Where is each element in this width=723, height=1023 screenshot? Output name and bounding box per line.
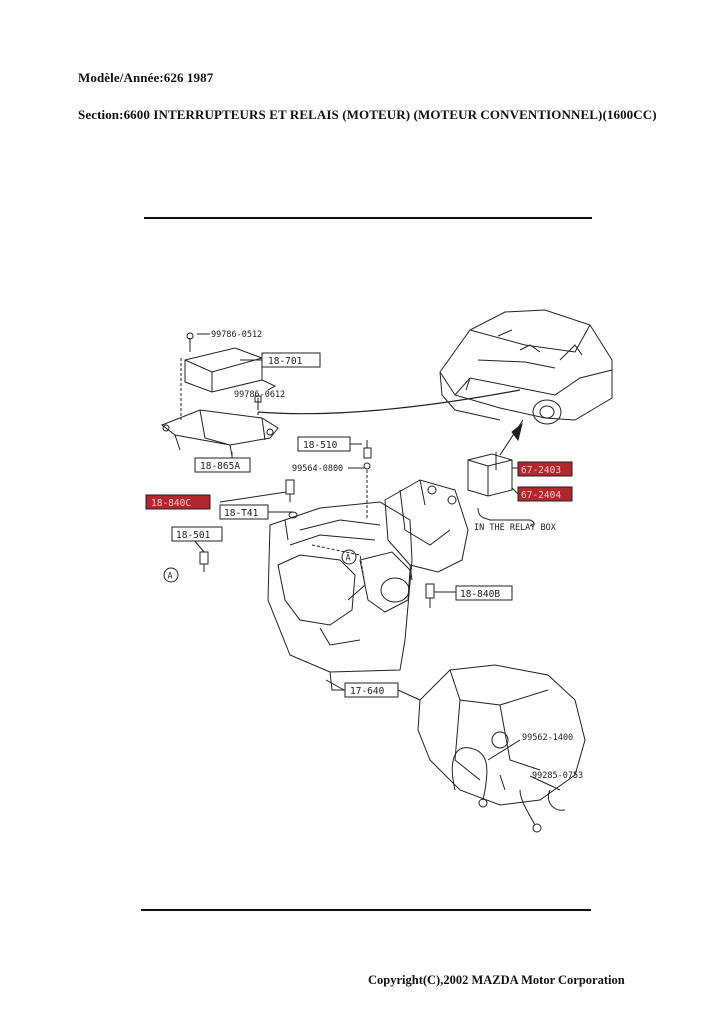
relay-box-label: IN THE RELAY BOX (474, 523, 557, 533)
part-box-18-t41[interactable]: 18-T41 (219, 504, 269, 520)
copyright-footer: Copyright(C),2002 MAZDA Motor Corporatio… (368, 973, 625, 987)
part-box-18-510[interactable]: 18-510 (297, 436, 351, 452)
section-heading: Section:6600 INTERRUPTEURS ET RELAIS (MO… (78, 107, 657, 122)
top-divider (144, 217, 592, 219)
callout-a-engine: A (341, 549, 357, 565)
svg-text:18-510: 18-510 (303, 440, 338, 451)
part-box-18-701[interactable]: 18-701 (261, 352, 321, 368)
svg-text:18-T41: 18-T41 (224, 508, 259, 519)
cable-1-label: 99562-1400 (522, 733, 573, 743)
svg-text:17-640: 17-640 (350, 686, 385, 697)
washer-label: 99564-0800 (292, 464, 343, 474)
transmission-illustration (417, 664, 586, 806)
part-box-18-840c[interactable]: 18-840C (145, 494, 211, 510)
svg-text:18-840B: 18-840B (460, 589, 500, 600)
car-illustration (439, 309, 613, 425)
part-box-18-501[interactable]: 18-501 (171, 526, 223, 542)
ecu-bracket-illustration (160, 332, 279, 457)
svg-text:18-865A: 18-865A (200, 461, 240, 472)
model-year-heading: Modèle/Année:626 1987 (78, 70, 214, 85)
part-box-18-865a[interactable]: 18-865A (194, 457, 251, 473)
part-box-18-840b[interactable]: 18-840B (455, 585, 513, 601)
bolt-top-label: 99786-0512 (211, 330, 262, 340)
sensor-cable-illustration (451, 747, 566, 833)
part-box-67-2403[interactable]: 67-2403 (517, 461, 573, 477)
svg-text:67-2404: 67-2404 (521, 490, 561, 501)
svg-text:18-501: 18-501 (176, 530, 211, 541)
svg-text:A: A (346, 554, 351, 564)
intake-manifold-illustration (384, 479, 469, 581)
svg-text:A: A (168, 572, 173, 582)
bottom-divider (141, 909, 591, 911)
svg-text:18-840C: 18-840C (151, 498, 191, 509)
engine-illustration (267, 501, 413, 691)
callout-a-left: A (163, 567, 179, 583)
cable-2-label: 99285-0753 (532, 771, 583, 781)
bolt-mid-label: 99786-0612 (234, 390, 285, 400)
leader-lines (193, 333, 561, 791)
relay-box-illustration (467, 452, 535, 527)
svg-text:18-701: 18-701 (268, 356, 303, 367)
part-box-17-640[interactable]: 17-640 (344, 682, 399, 698)
small-parts-illustration (199, 419, 524, 608)
part-box-67-2404[interactable]: 67-2404 (517, 486, 573, 502)
svg-text:67-2403: 67-2403 (521, 465, 561, 476)
